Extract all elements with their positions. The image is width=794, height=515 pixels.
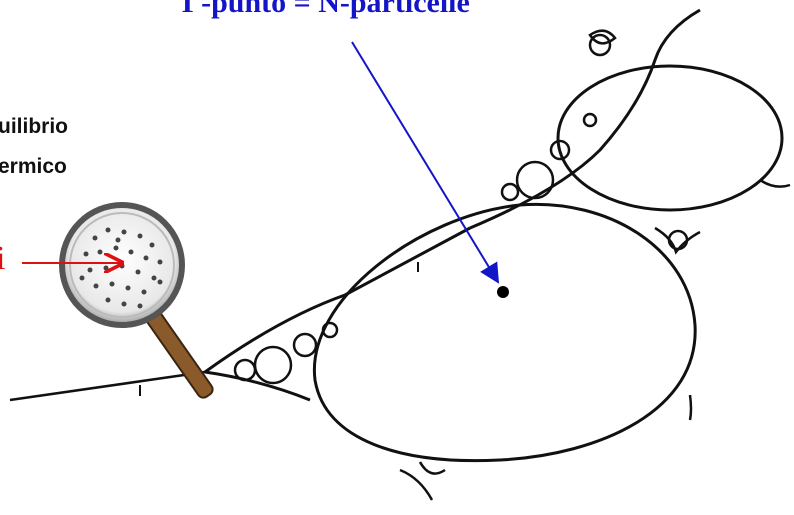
small-bubble-8 <box>584 114 596 126</box>
title-pointer-arrow <box>352 42 498 282</box>
plateau-bottom <box>400 470 432 500</box>
small-bubble-9 <box>669 231 687 249</box>
small-bubble-6 <box>517 162 553 198</box>
small-bubble-3 <box>294 334 316 356</box>
plateau-bottom-2 <box>420 462 445 474</box>
magnifying-glass-icon <box>62 205 215 400</box>
phase-point <box>497 286 509 298</box>
small-bubble-5 <box>502 184 518 200</box>
incoming-line <box>10 372 205 400</box>
upper-left-boundary <box>205 228 470 372</box>
plateau-right-edge <box>760 180 790 187</box>
small-bubble-2 <box>235 360 255 380</box>
small-bubbles <box>235 35 687 383</box>
plateau-borders <box>400 31 790 500</box>
small-bubble-1 <box>255 347 291 383</box>
small-bubble-10 <box>590 35 610 55</box>
plateau-right-2 <box>690 395 691 420</box>
large-bubble <box>314 204 695 460</box>
upper-bubble <box>558 66 782 210</box>
